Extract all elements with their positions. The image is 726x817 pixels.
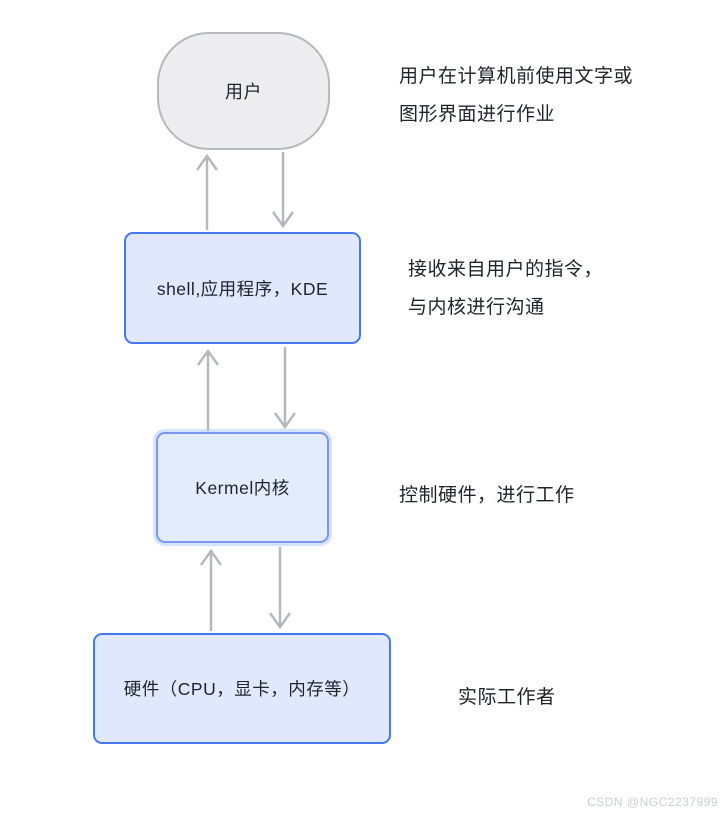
annotation-line: 图形界面进行作业	[399, 104, 556, 125]
node-kernel: Kermel内核	[156, 432, 329, 543]
annotation-hardware: 实际工作者	[458, 679, 556, 717]
annotation-kernel: 控制硬件，进行工作	[399, 477, 575, 515]
node-user: 用户	[157, 32, 330, 150]
arrow-up-icon	[196, 153, 218, 230]
annotation-line: 控制硬件，进行工作	[399, 485, 575, 506]
annotation-user: 用户在计算机前使用文字或 图形界面进行作业	[399, 58, 633, 134]
watermark: CSDN @NGC2237999	[587, 795, 718, 809]
annotation-shell: 接收来自用户的指令， 与内核进行沟通	[408, 251, 603, 327]
node-kernel-label: Kermel内核	[195, 478, 290, 498]
node-shell: shell,应用程序，KDE	[124, 232, 361, 344]
arrow-down-icon	[274, 347, 296, 430]
annotation-line: 用户在计算机前使用文字或	[399, 66, 634, 87]
arrow-down-icon	[272, 152, 294, 229]
annotation-line: 与内核进行沟通	[408, 297, 545, 318]
arrow-up-icon	[200, 548, 222, 631]
arrow-up-icon	[197, 348, 219, 431]
annotation-line: 接收来自用户的指令，	[408, 259, 604, 280]
arrow-down-icon	[269, 547, 291, 630]
node-hardware-label: 硬件（CPU，显卡，内存等）	[123, 679, 361, 699]
annotation-line: 实际工作者	[458, 687, 556, 708]
node-shell-label: shell,应用程序，KDE	[156, 278, 329, 299]
node-user-label: 用户	[225, 82, 262, 102]
node-hardware: 硬件（CPU，显卡，内存等）	[93, 633, 391, 744]
